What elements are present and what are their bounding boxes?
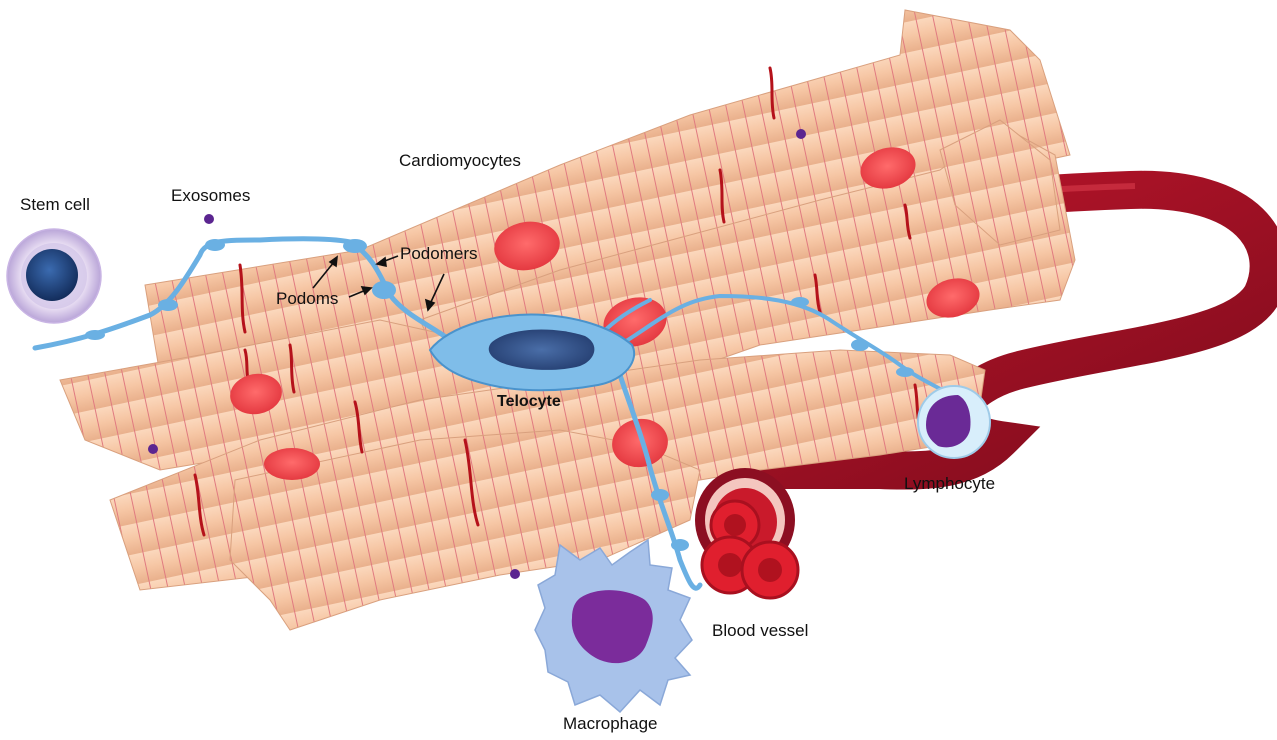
stem-cell-label: Stem cell: [20, 196, 90, 213]
podoms-label: Podoms: [276, 290, 338, 307]
telocyte-label: Telocyte: [497, 394, 561, 410]
cardiomyocytes-label: Cardiomyocytes: [399, 152, 521, 169]
stem-cell: [7, 229, 101, 323]
macrophage: [535, 540, 692, 712]
macrophage-label: Macrophage: [563, 715, 658, 732]
blood-vessel-label: Blood vessel: [712, 622, 808, 639]
exosomes-label: Exosomes: [171, 187, 250, 204]
podomers-label: Podomers: [400, 245, 477, 262]
lymphocyte: [918, 386, 990, 458]
lymphocyte-label: Lymphocyte: [904, 475, 995, 492]
blood-vessel-cross-section: [695, 468, 798, 598]
